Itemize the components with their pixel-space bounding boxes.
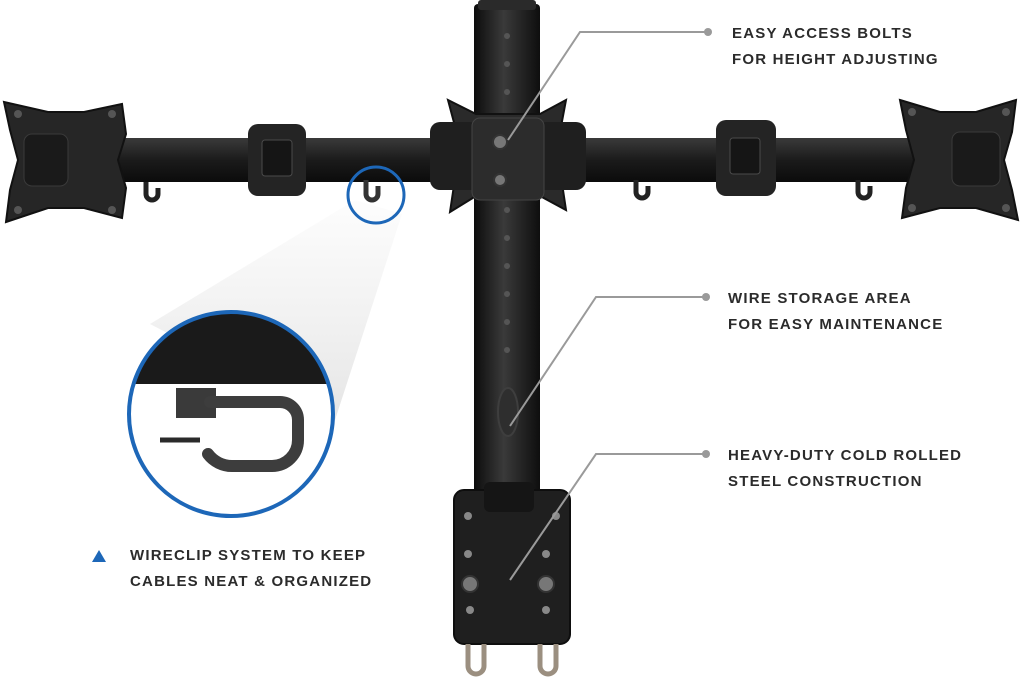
triangle-icon [92,550,106,562]
callout-wire-storage: WIRE STORAGE AREA FOR EASY MAINTENANCE [728,286,943,338]
callout-bolts-line2: FOR HEIGHT ADJUSTING [732,51,939,68]
callout-steel-line2: STEEL CONSTRUCTION [728,473,923,490]
center-hub [430,98,586,214]
vertical-pole [474,0,540,514]
desk-clamp [453,482,571,677]
leader-lines [507,28,712,581]
callout-wireclip-line1: WIRECLIP SYSTEM TO KEEP [130,547,367,564]
zoom-beam [150,200,402,420]
left-vesa-plate [2,100,128,224]
callout-wireclip-line2: CABLES NEAT & ORGANIZED [130,573,373,590]
right-vesa-plate [898,98,1020,222]
leader-line-bolts [507,31,708,141]
leader-line-wire-storage [509,296,706,427]
height-bolt-lower [493,173,507,187]
callout-wire-storage-line1: WIRE STORAGE AREA [728,290,912,307]
callout-steel: HEAVY-DUTY COLD ROLLED STEEL CONSTRUCTIO… [728,443,962,495]
wireclip-highlight-circle [346,165,406,225]
wire-storage-slot [497,387,519,437]
height-bolt-upper [492,134,508,150]
callout-steel-line1: HEAVY-DUTY COLD ROLLED [728,447,963,464]
callout-bolts: EASY ACCESS BOLTS FOR HEIGHT ADJUSTING [732,21,939,73]
callout-wire-storage-line2: FOR EASY MAINTENANCE [728,316,944,333]
horizontal-arm [40,120,990,203]
callout-bolts-line1: EASY ACCESS BOLTS [732,25,913,42]
callout-wireclip-text: WIRECLIP SYSTEM TO KEEP CABLES NEAT & OR… [130,543,372,595]
leader-line-steel [509,453,706,581]
